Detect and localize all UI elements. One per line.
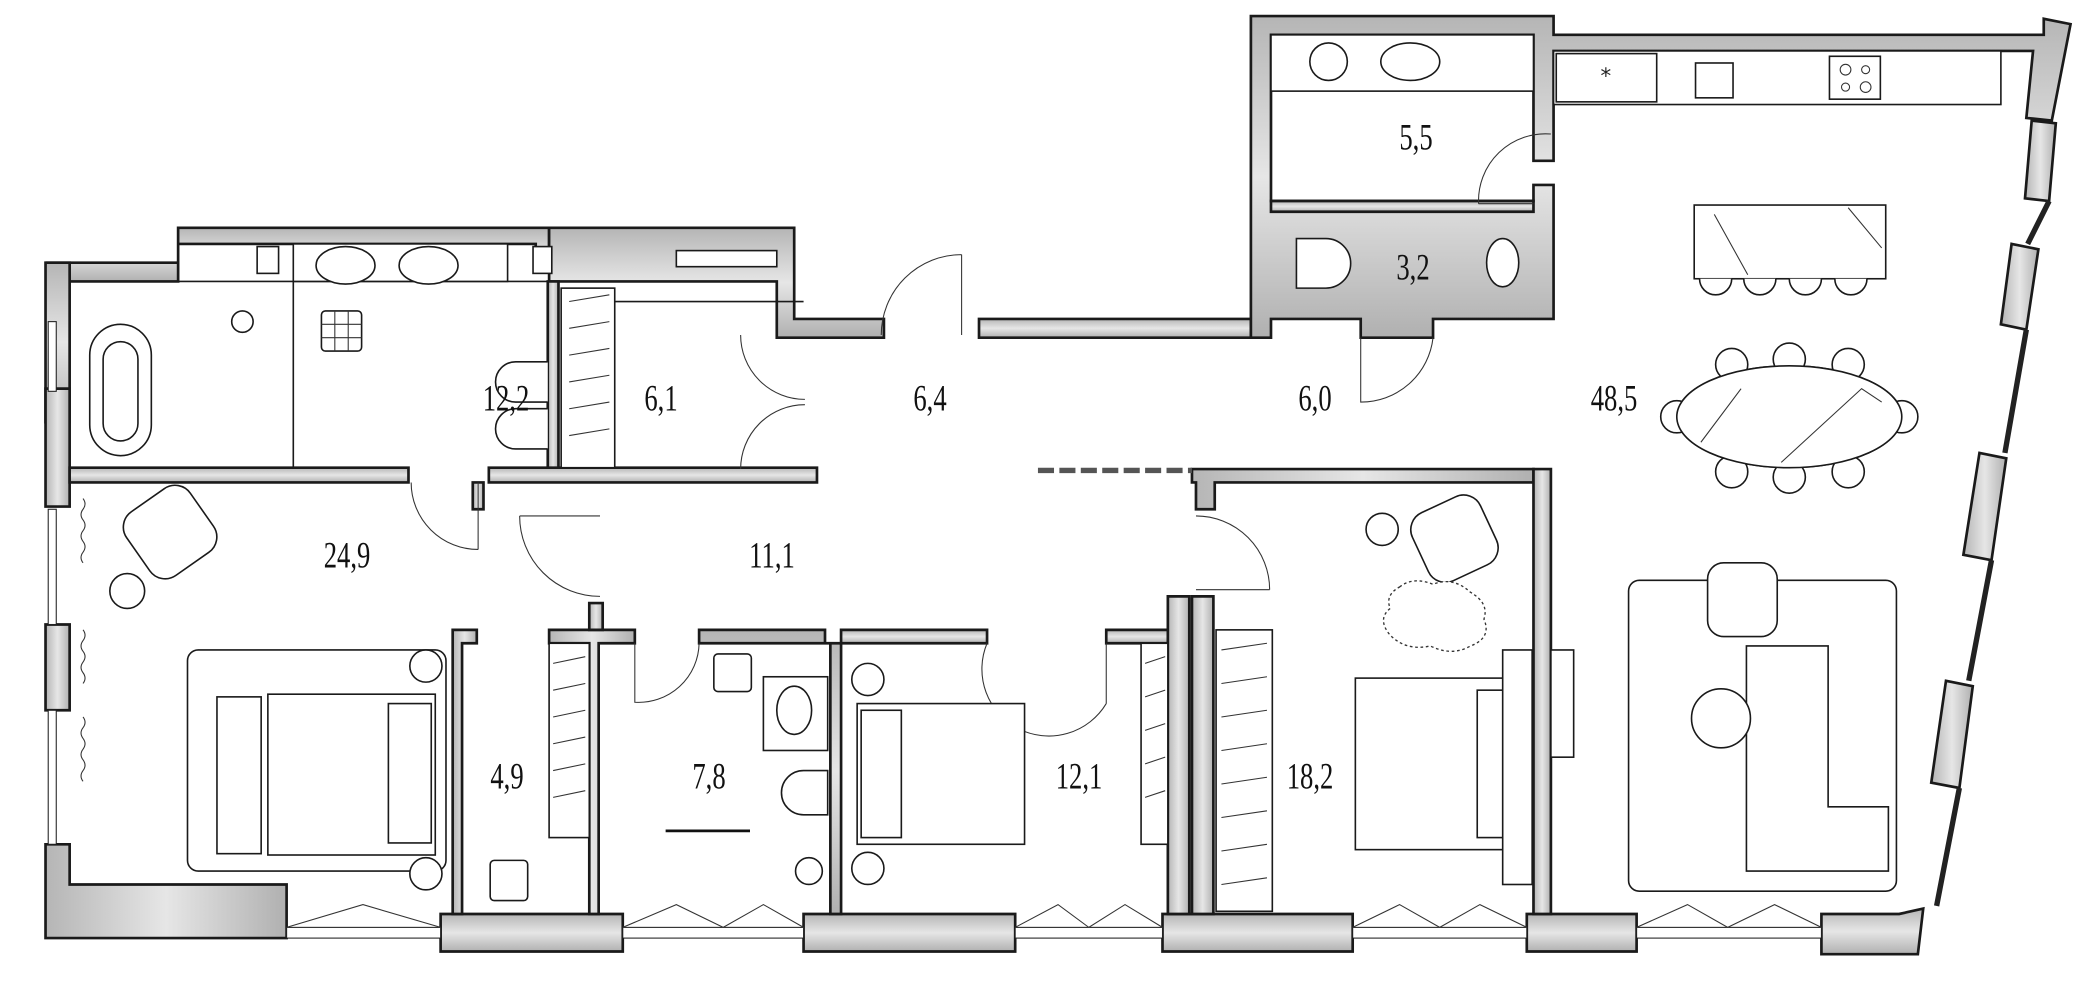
walls bbox=[44, 14, 2073, 956]
washing-machine-icon bbox=[1309, 42, 1349, 82]
wall-bottom-3 bbox=[1161, 912, 1355, 953]
wall-closet-bottom bbox=[487, 466, 819, 484]
wall-bottom-1 bbox=[439, 912, 625, 953]
room-area-corridor: 6,0 bbox=[1298, 378, 1332, 420]
room-area-master-bedroom: 24,9 bbox=[323, 535, 371, 577]
sheepskin-rug-icon bbox=[1382, 580, 1487, 652]
room-area-entrance-hall: 6,4 bbox=[913, 378, 947, 420]
kitchen-island bbox=[1693, 204, 1887, 280]
wall-bed2-bed3-divider bbox=[1190, 467, 1535, 511]
room-area-kitchen-living: 48,5 bbox=[1590, 378, 1638, 420]
sink-icon bbox=[1485, 237, 1520, 288]
wardrobe-icon bbox=[560, 287, 616, 469]
wall-bed3-left-2 bbox=[1190, 595, 1215, 916]
coffee-table-icon bbox=[1690, 688, 1752, 749]
room-area-bathroom: 7,8 bbox=[692, 756, 726, 798]
wall-left-ext-2 bbox=[44, 623, 71, 712]
sink-icon bbox=[315, 245, 376, 285]
wall-upper-divider bbox=[1269, 199, 1535, 214]
kitchen-sink-icon bbox=[1694, 62, 1734, 99]
cooktop-icon bbox=[1828, 55, 1882, 100]
wall-bed2-right-top bbox=[1104, 628, 1170, 645]
svg-text:*: * bbox=[1600, 64, 1611, 89]
wall-left-exterior bbox=[44, 387, 71, 508]
armchair-icon bbox=[1706, 562, 1779, 638]
room-area-master-bathroom: 12,2 bbox=[482, 378, 530, 420]
wall-bottom-2 bbox=[802, 912, 1017, 953]
wall-bed3-right bbox=[1532, 467, 1553, 916]
toilet-icon bbox=[1295, 237, 1352, 289]
wall-bottom-4 bbox=[1525, 912, 1638, 953]
sofa-icon bbox=[1745, 645, 1890, 872]
wall-bottom-5 bbox=[1820, 906, 1925, 956]
wardrobe-icon bbox=[1215, 629, 1274, 913]
wall-right-1 bbox=[2023, 119, 2058, 203]
wall-bath-bottom bbox=[68, 466, 410, 484]
room-area-laundry: 5,5 bbox=[1399, 117, 1433, 159]
room-area-bedroom-2: 12,1 bbox=[1055, 756, 1103, 798]
wall-left-ext-3 bbox=[44, 842, 288, 940]
wall-right-2 bbox=[1999, 242, 2040, 332]
wardrobe-icon bbox=[1140, 642, 1169, 846]
furniture: * bbox=[69, 34, 2002, 913]
bench-icon bbox=[216, 696, 262, 855]
toilet-icon bbox=[780, 769, 829, 816]
room-area-guest-wc: 3,2 bbox=[1396, 247, 1430, 289]
wall-dressing-post bbox=[587, 601, 605, 632]
wall-bed2-top bbox=[839, 628, 989, 645]
room-area-dressing-room: 4,9 bbox=[490, 756, 524, 798]
room-area-bedroom-3: 18,2 bbox=[1286, 756, 1334, 798]
wall-corridor-top bbox=[977, 317, 1253, 340]
armchair-icon bbox=[122, 484, 218, 580]
windows bbox=[47, 199, 2052, 939]
wall-dressing-left bbox=[451, 628, 479, 916]
wall-closet-top bbox=[547, 226, 886, 340]
wall-bath-top-2row bbox=[697, 628, 843, 916]
wall-right-4 bbox=[1929, 679, 1975, 790]
room-area-hall: 11,1 bbox=[749, 535, 795, 577]
armchair-icon bbox=[1409, 494, 1499, 584]
shower-drain-icon bbox=[320, 310, 363, 352]
wall-bath-closet-divider bbox=[546, 280, 560, 470]
room-area-walk-in-closet: 6,1 bbox=[644, 378, 678, 420]
sink-icon bbox=[398, 245, 459, 285]
wall-right-3 bbox=[1961, 451, 2008, 562]
wall-bed3-left bbox=[1166, 595, 1191, 916]
